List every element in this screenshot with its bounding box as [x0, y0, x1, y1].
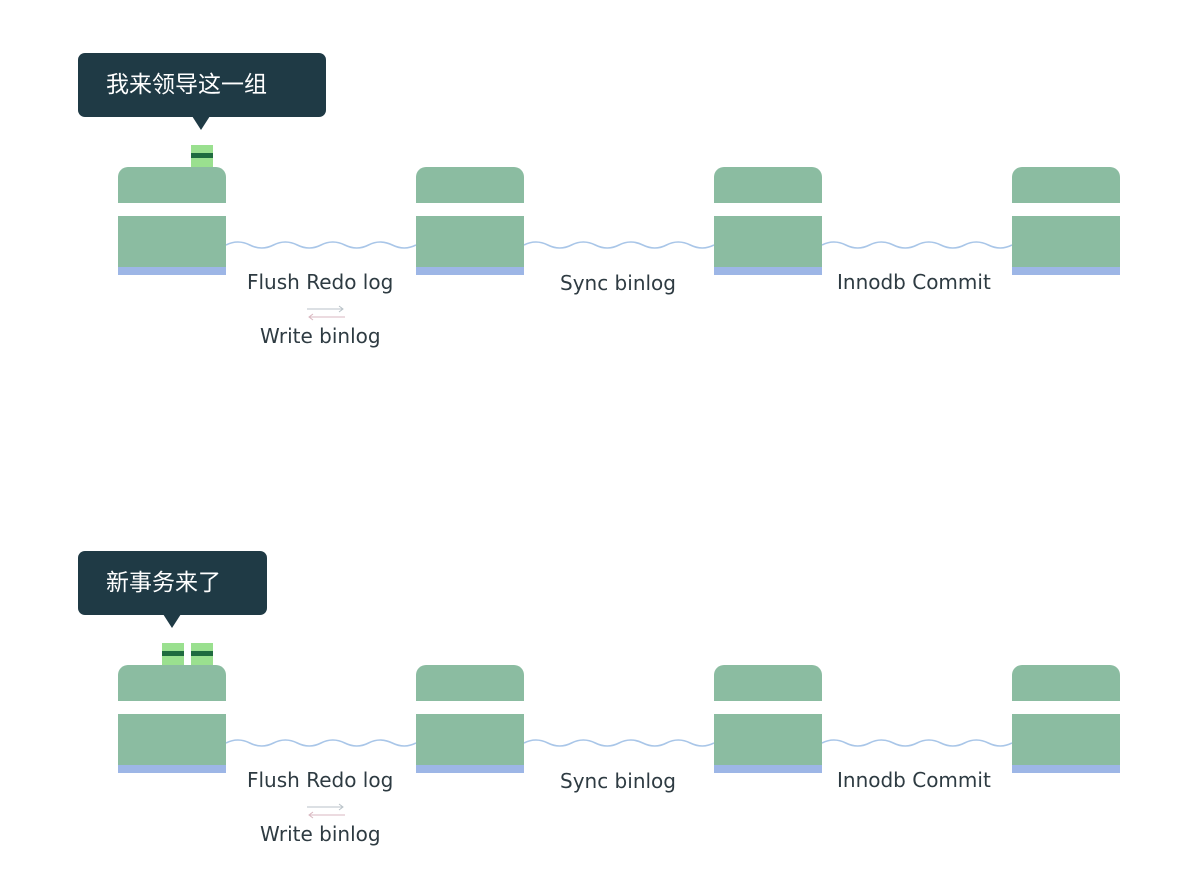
speech-bubble: 我来领导这一组 [78, 53, 326, 130]
stage-body [1012, 714, 1120, 765]
wave-connector-1 [226, 739, 416, 747]
stage-base [118, 267, 226, 275]
stage-body [118, 714, 226, 765]
stage-body [1012, 216, 1120, 267]
transaction-token [162, 643, 184, 665]
stage-base [416, 765, 524, 773]
stage-cap [118, 665, 226, 701]
bubble-tail [192, 116, 210, 130]
transaction-token [191, 145, 213, 167]
label-innodb-commit: Innodb Commit [837, 768, 991, 792]
wave-connector-2 [524, 241, 714, 249]
label-sync-binlog: Sync binlog [560, 271, 676, 295]
stage-cap [714, 665, 822, 701]
wave-connector-1 [226, 241, 416, 249]
label-innodb-commit: Innodb Commit [837, 270, 991, 294]
stage-cap [714, 167, 822, 203]
transaction-token-bar [191, 153, 213, 158]
stage-base [1012, 267, 1120, 275]
group-commit-row-2: 新事务来了 Flush Redo log Write bi [0, 551, 1192, 891]
label-write-binlog: Write binlog [260, 822, 381, 846]
stage-body [118, 216, 226, 267]
label-sync-binlog: Sync binlog [560, 769, 676, 793]
label-flush-redo-log: Flush Redo log [247, 270, 394, 294]
stage-cap [416, 167, 524, 203]
stage-cap [416, 665, 524, 701]
stage-cap [1012, 167, 1120, 203]
wave-connector-2 [524, 739, 714, 747]
stage-body [416, 714, 524, 765]
stage-base [1012, 765, 1120, 773]
swap-arrows-icon [307, 803, 345, 819]
label-flush-redo-log: Flush Redo log [247, 768, 394, 792]
stage-cap [118, 167, 226, 203]
swap-arrows-icon [307, 305, 345, 321]
stage-base [118, 765, 226, 773]
stage-base [416, 267, 524, 275]
bubble-text: 我来领导这一组 [106, 72, 267, 98]
bubble-tail [163, 614, 181, 628]
stage-body [416, 216, 524, 267]
stage-base [714, 267, 822, 275]
wave-connector-3 [822, 739, 1012, 747]
stage-body [714, 216, 822, 267]
transaction-token-bar [162, 651, 184, 656]
stage-cap [1012, 665, 1120, 701]
stage-base [714, 765, 822, 773]
group-commit-row-1: 我来领导这一组 Flush Redo log Write binlog Sy [0, 53, 1192, 393]
transaction-token [191, 643, 213, 665]
speech-bubble: 新事务来了 [78, 551, 267, 628]
wave-connector-3 [822, 241, 1012, 249]
stage-body [714, 714, 822, 765]
transaction-token-bar [191, 651, 213, 656]
label-write-binlog: Write binlog [260, 324, 381, 348]
bubble-text: 新事务来了 [106, 570, 221, 596]
